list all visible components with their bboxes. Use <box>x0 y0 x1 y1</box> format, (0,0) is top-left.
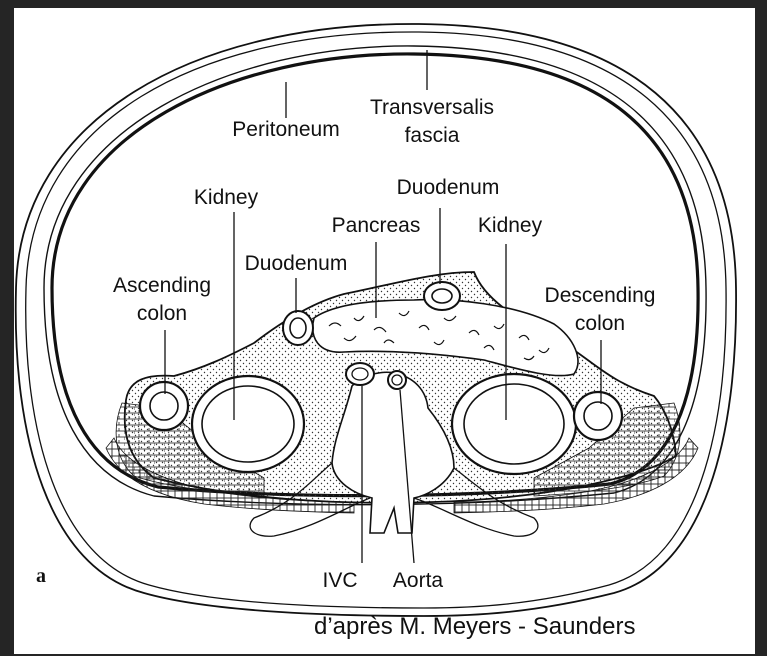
label-fascia: fascia <box>405 124 460 147</box>
source-credit: d’après M. Meyers - Saunders <box>314 613 635 641</box>
label-ivc: IVC <box>322 569 357 592</box>
label-peritoneum: Peritoneum <box>232 118 339 141</box>
duodenum-upper-lumen <box>432 289 452 303</box>
label-kidney-right: Kidney <box>478 214 543 237</box>
right-kidney <box>464 384 564 464</box>
descending-colon-lumen <box>584 402 612 430</box>
abdominal-cross-section-diagram: Peritoneum Transversalis fascia Kidney D… <box>14 8 755 654</box>
label-duodenum-left: Duodenum <box>245 252 348 275</box>
label-kidney-left: Kidney <box>194 186 259 209</box>
figure-slide: Peritoneum Transversalis fascia Kidney D… <box>14 8 755 654</box>
label-descending: Descending <box>545 284 656 307</box>
duodenum-left-lumen <box>290 318 306 338</box>
label-aorta: Aorta <box>393 569 444 592</box>
panel-letter: a <box>36 565 46 587</box>
label-ascending: Ascending <box>113 274 211 297</box>
ascending-colon-lumen <box>150 392 178 420</box>
label-descending-colon: colon <box>575 312 625 335</box>
label-duodenum-top: Duodenum <box>397 176 500 199</box>
left-kidney <box>202 386 294 462</box>
label-transversalis: Transversalis <box>370 96 494 119</box>
aorta-lumen <box>392 375 402 385</box>
label-pancreas: Pancreas <box>332 214 421 237</box>
ivc-lumen <box>352 368 368 380</box>
label-ascending-colon: colon <box>137 302 187 325</box>
